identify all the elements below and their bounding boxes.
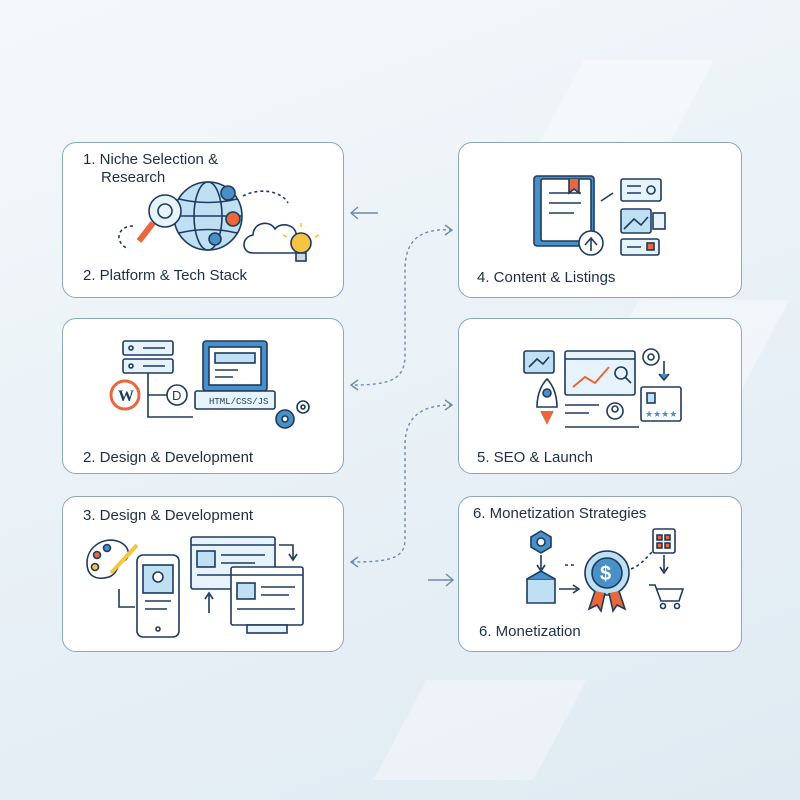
drupal-icon: D bbox=[166, 384, 188, 406]
server-icon bbox=[122, 340, 174, 374]
badge-icon bbox=[208, 232, 222, 246]
box-icon bbox=[526, 570, 556, 604]
user-icon bbox=[606, 402, 624, 420]
card-subtitle: 2. Platform & Tech Stack bbox=[83, 267, 247, 284]
magnifier-icon bbox=[136, 194, 182, 243]
money-badge-icon bbox=[584, 550, 630, 614]
badge-icon bbox=[225, 211, 241, 227]
dashed-connector bbox=[351, 229, 453, 386]
monetization-illustration: $ bbox=[526, 528, 685, 614]
profile-card-icon bbox=[620, 178, 662, 202]
svg-text:W: W bbox=[118, 388, 134, 405]
badge-icon bbox=[220, 185, 236, 201]
card-content-listings[interactable]: 4. Content & Listings bbox=[458, 142, 742, 298]
card-title: 3. Design & Development bbox=[83, 507, 254, 524]
design-illustration bbox=[86, 536, 304, 638]
gear-icon bbox=[642, 348, 660, 366]
laptop-icon bbox=[194, 340, 276, 410]
card-niche-selection[interactable]: 1. Niche Selection & Research bbox=[62, 142, 344, 298]
card-title: 2. Design & Development bbox=[83, 449, 254, 466]
review-card-icon: ★★★★ bbox=[640, 386, 682, 422]
card-seo-launch[interactable]: ★★★★ 5. SEO & Launch bbox=[458, 318, 742, 474]
card-title: 5. SEO & Launch bbox=[477, 449, 593, 466]
image-card-icon bbox=[620, 208, 666, 234]
shopping-cart-icon bbox=[649, 584, 685, 610]
palette-icon bbox=[86, 539, 139, 579]
svg-text:D: D bbox=[172, 388, 181, 403]
listing-card-icon bbox=[620, 238, 660, 256]
card-title: 6. Monetization Strategies bbox=[473, 505, 647, 522]
content-illustration bbox=[533, 175, 666, 256]
card-monetization[interactable]: 6. Monetization Strategies bbox=[458, 496, 742, 652]
target-icon bbox=[530, 530, 552, 554]
dashboard-icon bbox=[564, 350, 636, 396]
seo-illustration: ★★★★ bbox=[523, 348, 682, 428]
currency-symbol: $ bbox=[600, 563, 611, 585]
dashed-connector bbox=[351, 404, 453, 563]
arrow-head bbox=[444, 399, 454, 411]
arrow-head bbox=[444, 224, 454, 236]
phone-icon bbox=[136, 554, 180, 638]
dashed-arrow bbox=[118, 225, 134, 250]
gear-icon bbox=[275, 400, 310, 429]
chat-icon bbox=[523, 350, 555, 374]
rocket-icon bbox=[536, 377, 558, 425]
research-illustration bbox=[118, 181, 320, 262]
card-title: 4. Content & Listings bbox=[477, 269, 616, 286]
dashed-arrow bbox=[242, 190, 289, 204]
arrow-head bbox=[349, 379, 359, 391]
desktop-window-icon bbox=[230, 566, 304, 634]
code-label: HTML/CSS/JS bbox=[209, 397, 268, 407]
card-design-development[interactable]: W D HTML/CSS/JS 2. Design & De bbox=[62, 318, 344, 474]
wordpress-icon: W bbox=[109, 379, 141, 411]
arrow-head bbox=[349, 206, 359, 220]
arrow-head bbox=[349, 556, 359, 568]
card-title-line2: Research bbox=[101, 169, 166, 186]
upload-badge-icon bbox=[578, 230, 604, 256]
development-illustration: W D HTML/CSS/JS bbox=[109, 340, 310, 429]
arrow-line bbox=[600, 192, 614, 202]
card-subtitle: 6. Monetization bbox=[479, 623, 581, 640]
arrow-head bbox=[445, 573, 455, 587]
svg-text:★★★★: ★★★★ bbox=[645, 409, 677, 419]
arrow-line bbox=[279, 544, 294, 559]
connector-line bbox=[147, 373, 193, 418]
calendar-icon bbox=[652, 528, 676, 554]
card-title: 1. Niche Selection & bbox=[83, 151, 219, 168]
book-icon bbox=[533, 175, 595, 247]
card-design-development-3[interactable]: 3. Design & Development bbox=[62, 496, 344, 652]
lightbulb-icon bbox=[282, 223, 320, 262]
